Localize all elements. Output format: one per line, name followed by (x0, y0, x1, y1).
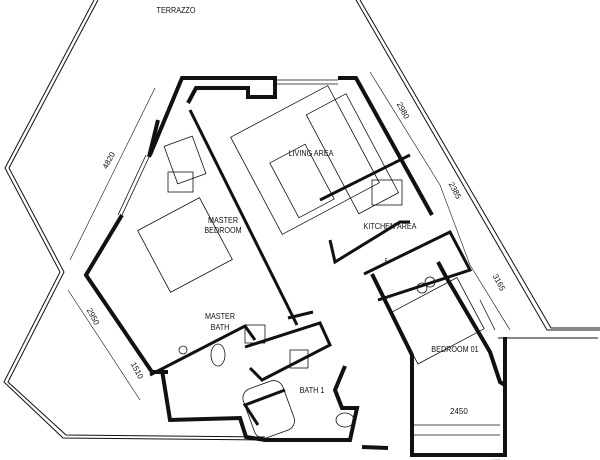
exterior-walls (83, 76, 507, 457)
terrace-outline (3, 0, 600, 441)
room-label-kitchen-area: KITCHEN AREA (363, 221, 417, 231)
windows (117, 79, 500, 436)
dimension-lines (67, 71, 511, 460)
room-label-master-bedroom-line2: BEDROOM (204, 225, 242, 235)
room-label-master-bath-line2: BATH (210, 322, 230, 332)
room-label-living-area: LIVING AREA (288, 148, 334, 158)
room-label-master-bath-line1: MASTER (204, 311, 236, 321)
room-label-bedroom-01: BEDROOM 01 (431, 344, 479, 354)
dimension-2450: 2450 (450, 407, 468, 416)
room-label-bath-1: BATH 1 (299, 385, 325, 395)
room-label-terrace: TERRAZZO (156, 5, 196, 15)
room-label-master-bedroom-line1: MASTER (207, 215, 239, 225)
furniture (137, 85, 485, 439)
fridge-label: F (384, 259, 388, 265)
